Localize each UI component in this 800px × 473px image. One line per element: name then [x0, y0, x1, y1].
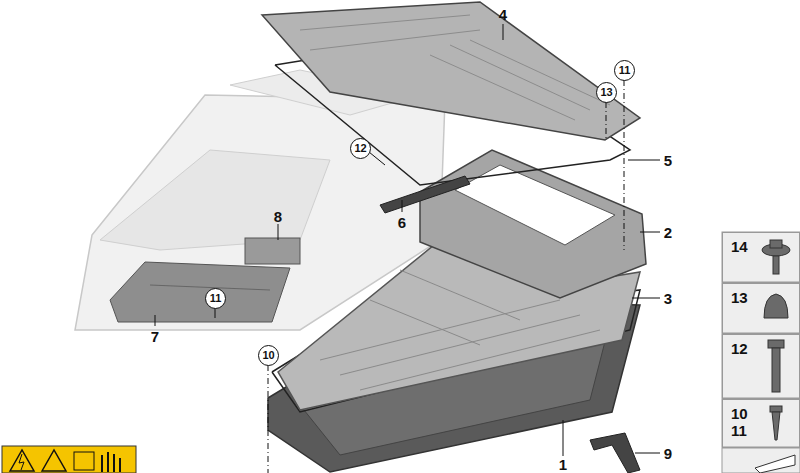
housing-lid — [262, 2, 640, 140]
parts-cell: 1011 — [722, 399, 800, 448]
part-number: 11 — [619, 65, 631, 76]
callout-circle: 13 — [596, 82, 617, 103]
part-number: 13 — [600, 87, 612, 98]
callout-number: 3 — [664, 291, 672, 306]
callout-number: 6 — [398, 215, 406, 230]
callout-circle: 10 — [258, 345, 279, 366]
part-number: 12 — [731, 341, 799, 356]
lid-ribs — [300, 15, 610, 120]
part-number: 12 — [354, 143, 366, 154]
part-number: 14 — [731, 239, 799, 254]
part-number: 11 — [731, 423, 799, 438]
callout-number: 2 — [664, 225, 672, 240]
bracket-part — [245, 238, 300, 264]
callout-number: 4 — [499, 7, 507, 22]
seal-strip — [380, 176, 470, 213]
part-number: 10 — [262, 350, 274, 361]
bracket-part — [590, 433, 640, 473]
callout-circle: 11 — [205, 288, 226, 309]
warning-icon — [2, 446, 136, 473]
parts-cell: 12 — [722, 334, 800, 399]
underbody-plate — [110, 262, 290, 322]
part-number: 13 — [731, 290, 799, 305]
callout-number: 5 — [664, 153, 672, 168]
middle-frame — [420, 150, 646, 298]
callout-number: 9 — [664, 446, 672, 461]
leader-line — [155, 24, 660, 456]
part-number: 10 — [731, 406, 799, 421]
callout-number: 7 — [151, 329, 159, 344]
callout-number: 8 — [274, 209, 282, 224]
part-number: 11 — [210, 293, 222, 304]
parts-cell: 13 — [722, 283, 800, 334]
ghost-module — [100, 150, 330, 250]
callout-circle: 11 — [614, 60, 635, 81]
parts-cell: 14 — [722, 232, 800, 283]
callout-number: 1 — [559, 457, 567, 472]
fastener-icon — [755, 240, 795, 473]
callout-circle: 12 — [350, 138, 371, 159]
parts-table — [722, 232, 800, 473]
center-line — [268, 80, 624, 473]
